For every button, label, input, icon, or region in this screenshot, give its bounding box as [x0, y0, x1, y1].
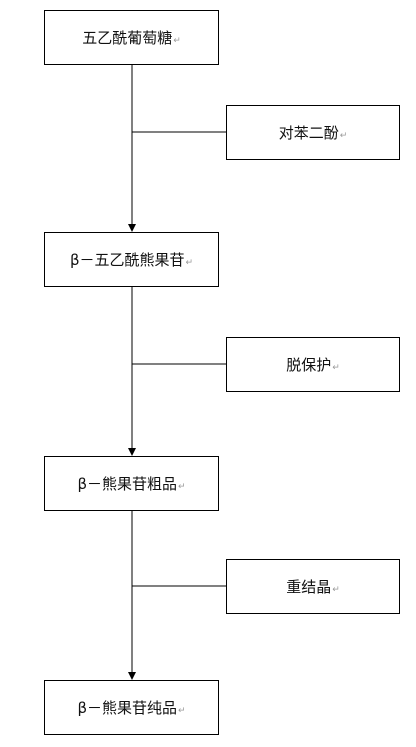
step-label-1: 五乙酰葡萄糖	[82, 29, 173, 47]
process-label-3: 重结晶	[286, 578, 332, 596]
paragraph-mark-icon: ↵	[185, 257, 194, 268]
paragraph-mark-icon: ↵	[339, 130, 348, 141]
step-label-3: β－熊果苷粗品	[77, 475, 178, 493]
process-box-1: 对苯二酚↵	[226, 105, 400, 160]
step-label-4: β－熊果苷纯品	[77, 699, 178, 717]
paragraph-mark-icon: ↵	[332, 362, 340, 373]
step-box-2: β－五乙酰熊果苷↵	[44, 232, 219, 287]
step-box-3: β－熊果苷粗品↵	[44, 456, 219, 511]
step-box-4: β－熊果苷纯品↵	[44, 680, 219, 735]
paragraph-mark-icon: ↵	[178, 705, 186, 716]
process-box-3: 重结晶↵	[226, 559, 400, 614]
process-label-1: 对苯二酚	[278, 124, 339, 142]
process-box-2: 脱保护↵	[226, 337, 400, 392]
paragraph-mark-icon: ↵	[178, 481, 186, 492]
step-label-2: β－五乙酰熊果苷	[69, 251, 185, 269]
process-label-2: 脱保护	[286, 356, 332, 374]
paragraph-mark-icon: ↵	[332, 584, 340, 595]
paragraph-mark-icon: ↵	[173, 35, 181, 46]
step-box-1: 五乙酰葡萄糖↵	[44, 10, 219, 65]
